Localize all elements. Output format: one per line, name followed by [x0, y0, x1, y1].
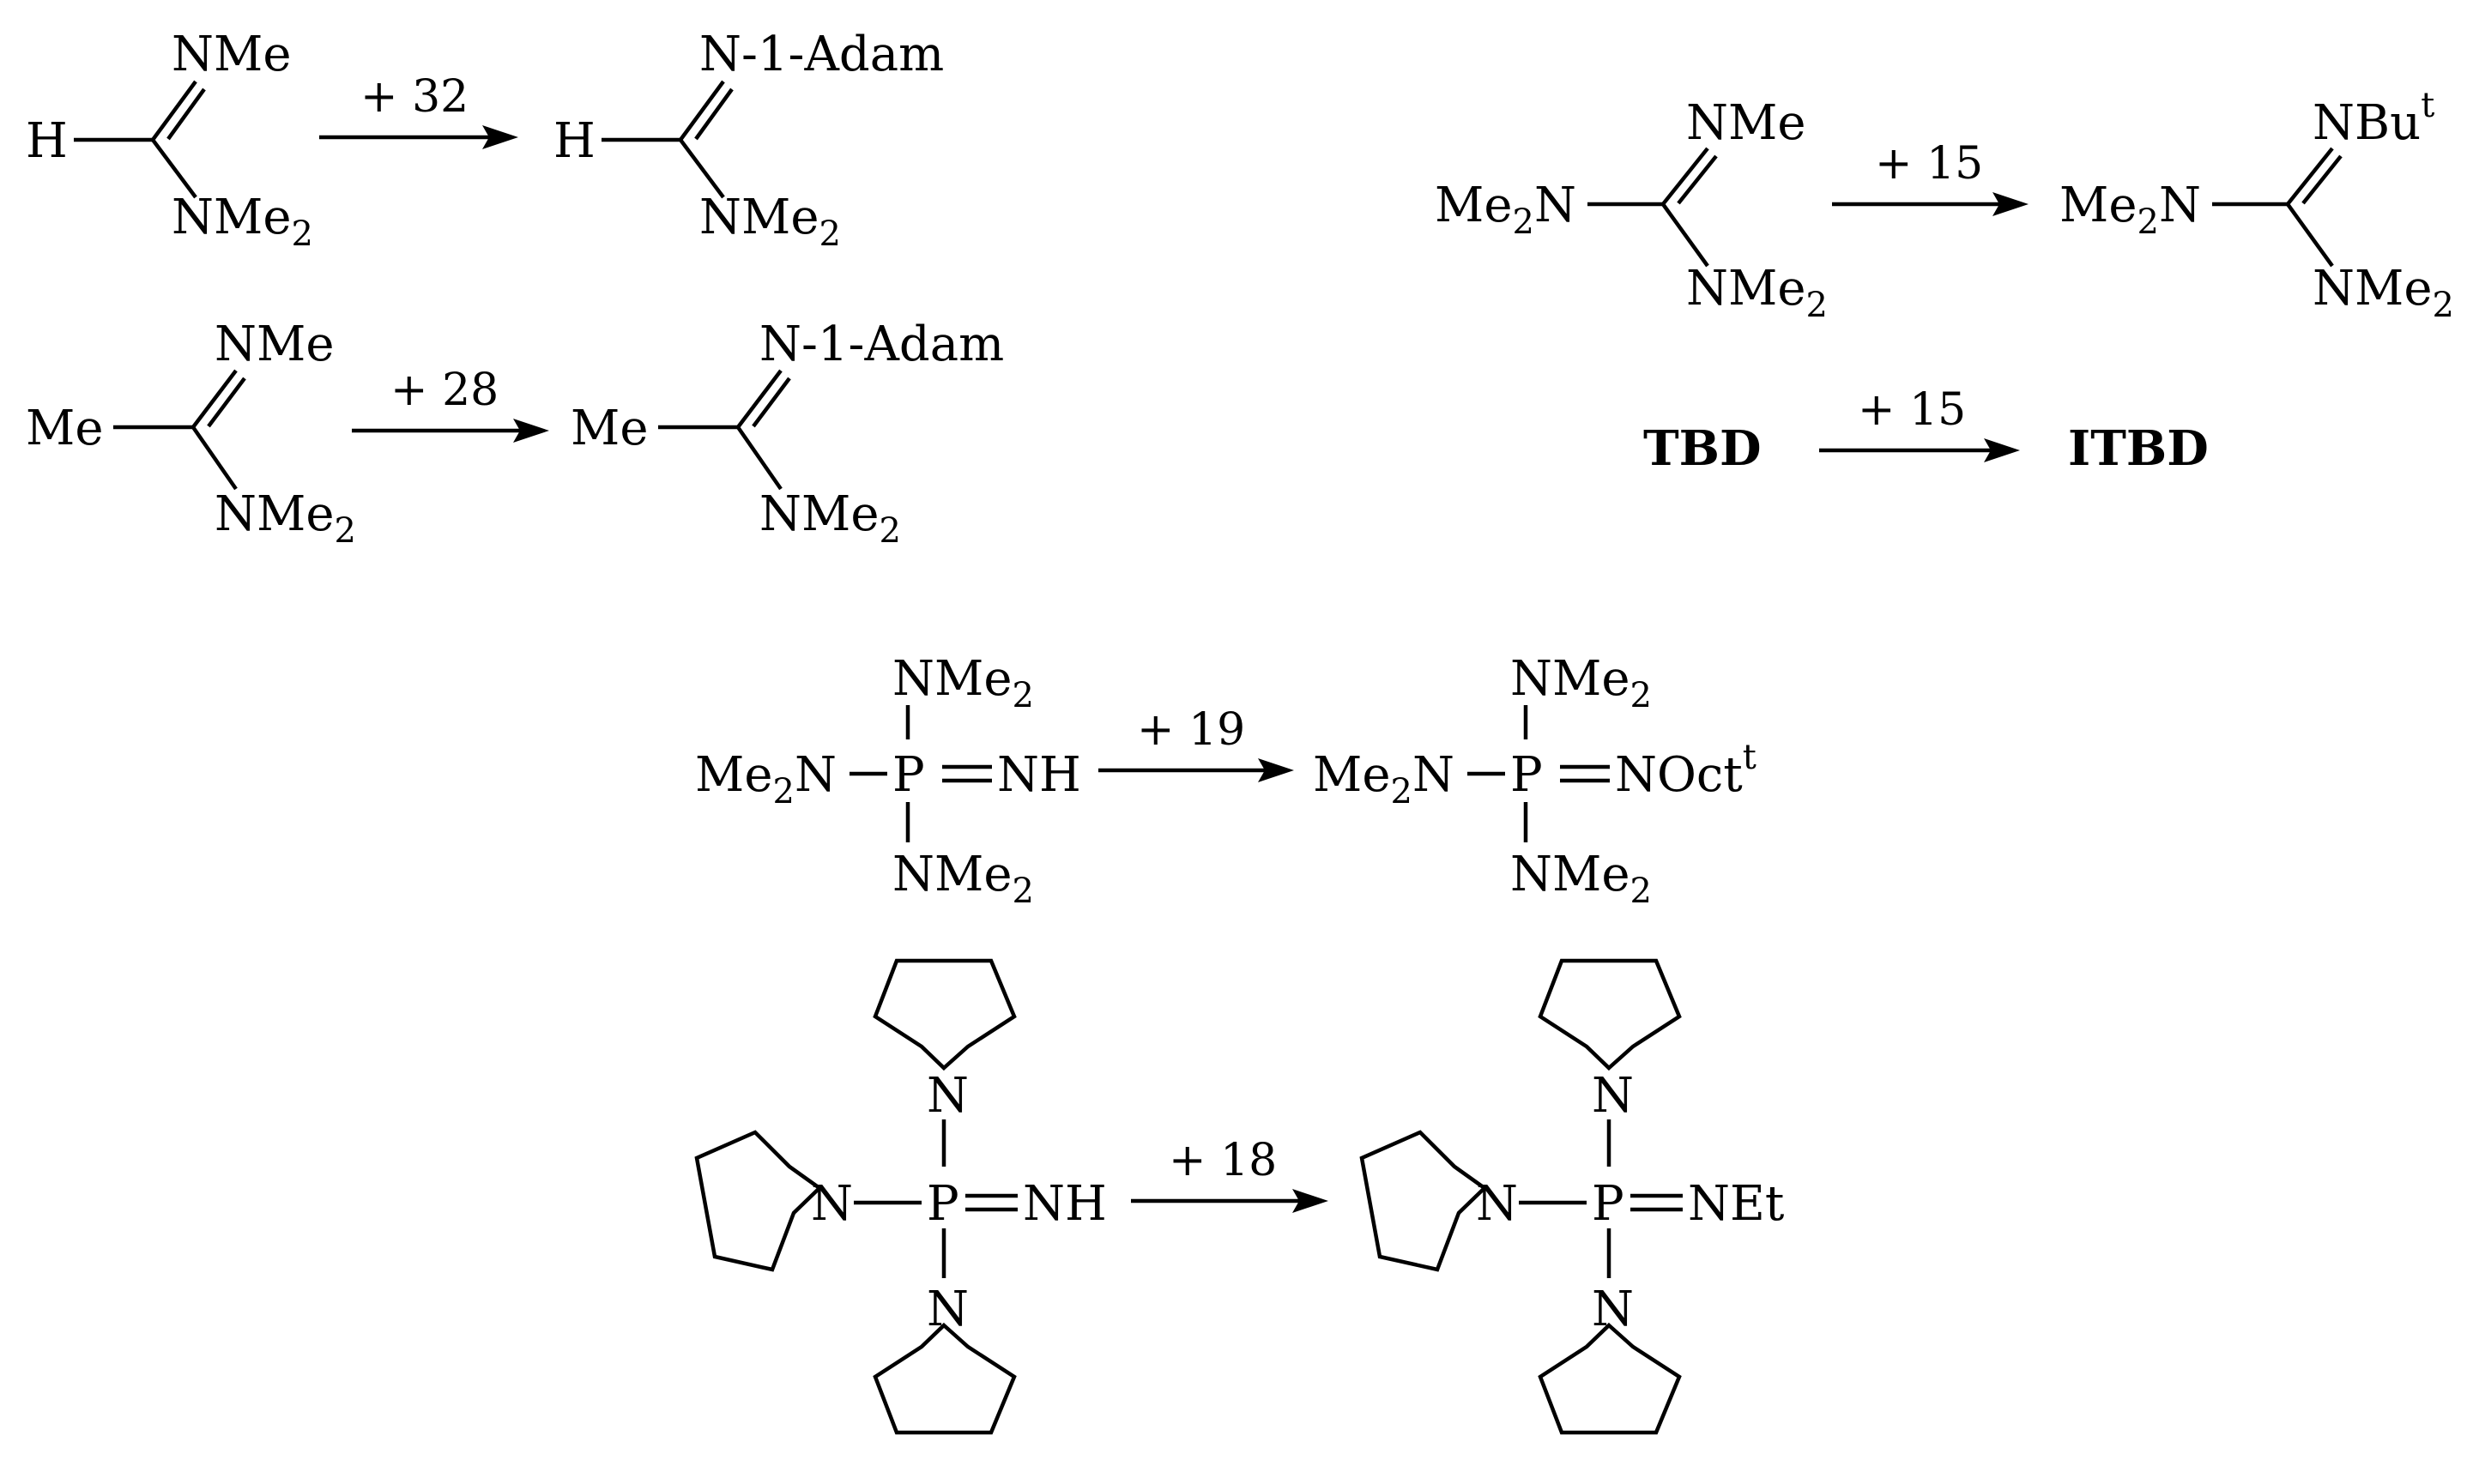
atom-label: Me2N	[1313, 747, 1454, 811]
atom-label: NMe2	[1510, 847, 1652, 911]
atom-label: P	[1592, 1176, 1624, 1232]
bond	[679, 138, 725, 199]
atom-label: NOctt	[1615, 738, 1756, 803]
bond	[1661, 147, 1709, 206]
atom-label: NMe2	[892, 651, 1034, 715]
atom-label: NMe	[172, 27, 291, 82]
bond	[752, 377, 791, 428]
pyrrolidine-ring	[873, 1322, 1017, 1435]
bond	[679, 80, 725, 142]
pyrrolidine-ring	[1359, 1130, 1488, 1272]
reaction-acetamidine: NMe Me NMe2 + 28 N-1-Adam Me NMe2	[26, 317, 1004, 551]
atom-label: NEt	[1688, 1176, 1785, 1232]
pyrrolidine-ring	[1538, 958, 1682, 1071]
atom-label: NMe	[1686, 95, 1805, 151]
reactant-name: TBD	[1643, 420, 1762, 477]
reaction-guanidine: NMe Me2N NMe2 + 15 NBut Me2N NMe2	[1435, 86, 2454, 325]
atom-label: N	[811, 1176, 853, 1232]
reactant-guanidine: NMe Me2N NMe2	[1435, 95, 1828, 325]
atom-label: NMe	[215, 317, 334, 372]
atom-label: H	[553, 113, 596, 169]
atom-label: P	[892, 747, 925, 803]
atom-label: Me	[26, 401, 103, 456]
pyrrolidine-ring	[694, 1130, 823, 1272]
bond	[166, 87, 206, 141]
reaction-arrow: + 19	[1098, 704, 1294, 782]
atom-label: NMe2	[1510, 651, 1652, 715]
reaction-tbd: TBD + 15 ITBD	[1643, 384, 2209, 477]
reaction-arrow: + 28	[352, 365, 549, 443]
reaction-label: + 28	[390, 365, 499, 416]
atom-label: NMe2	[2313, 261, 2454, 325]
product-phosphazene: NMe2 Me2N P NOctt NMe2	[1313, 651, 1756, 911]
atom-label: N	[927, 1282, 969, 1337]
reaction-arrow: + 32	[319, 71, 518, 149]
reaction-arrow: + 15	[1832, 138, 2029, 216]
reaction-formamidine: NMe H NMe2 + 32 N-1-Adam H NMe2	[26, 27, 944, 254]
product-guanidine: NBut Me2N NMe2	[2059, 86, 2454, 325]
bond	[151, 80, 197, 142]
bond	[736, 425, 783, 491]
reaction-arrow: + 18	[1131, 1135, 1328, 1213]
atom-label: Me2N	[695, 747, 837, 811]
reaction-label: + 19	[1137, 704, 1245, 756]
product-formamidine: N-1-Adam H NMe2	[553, 27, 944, 254]
bond	[1677, 154, 1718, 205]
bond	[191, 369, 238, 429]
reactant-formamidine: NMe H NMe2	[26, 27, 313, 254]
atom-label: N-1-Adam	[759, 317, 1004, 372]
arrow-head	[1984, 438, 2020, 462]
product-pyrrolidino-phosphazene: N N N P NEt	[1359, 958, 1785, 1435]
atom-label: Me2N	[2059, 178, 2201, 242]
atom-label: Me2N	[1435, 178, 1576, 242]
atom-label: NBut	[2313, 86, 2434, 151]
arrow-head	[1992, 192, 2029, 216]
atom-label: N	[1592, 1282, 1634, 1337]
atom-label: H	[26, 113, 68, 169]
atom-label: NMe2	[892, 847, 1034, 911]
reaction-phosphazene-pyrrolidino: N N N P NH + 18 N N N P NEt	[694, 958, 1785, 1435]
atom-label: NMe2	[172, 190, 313, 254]
pyrrolidine-ring	[873, 958, 1017, 1071]
reactant-pyrrolidino-phosphazene: N N N P NH	[694, 958, 1107, 1435]
reactant-phosphazene: NMe2 Me2N P NH NMe2	[695, 651, 1081, 911]
atom-label: N	[1476, 1176, 1518, 1232]
pyrrolidine-ring	[1538, 1322, 1682, 1435]
bond	[736, 369, 783, 429]
atom-label: N-1-Adam	[699, 27, 944, 82]
product-name: ITBD	[2068, 420, 2209, 477]
reactant-acetamidine: NMe Me NMe2	[26, 317, 356, 551]
bond	[191, 425, 238, 491]
bond	[2286, 202, 2334, 268]
bond	[2301, 154, 2343, 205]
atom-label: NMe2	[699, 190, 841, 254]
atom-label: P	[1510, 747, 1543, 803]
atom-label: NH	[997, 747, 1081, 803]
atom-label: NMe2	[1686, 261, 1828, 325]
atom-label: N	[927, 1068, 969, 1124]
atom-label: Me	[571, 401, 648, 456]
product-acetamidine: N-1-Adam Me NMe2	[571, 317, 1004, 551]
atom-label: NH	[1023, 1176, 1107, 1232]
bond	[2286, 147, 2334, 206]
bond	[207, 377, 246, 428]
arrow-head	[1292, 1189, 1328, 1213]
atom-label: NMe2	[215, 486, 356, 551]
arrow-head	[1258, 758, 1294, 782]
reaction-label: + 15	[1875, 138, 1983, 190]
atom-label: P	[927, 1176, 959, 1232]
bond	[151, 138, 197, 199]
reaction-phosphazene-dimethylamino: NMe2 Me2N P NH NMe2 + 19 NMe2 Me2N P NOc…	[695, 651, 1756, 911]
reaction-label: + 15	[1858, 384, 1966, 436]
reaction-label: + 18	[1169, 1135, 1277, 1186]
arrow-head	[513, 419, 549, 443]
arrow-head	[482, 125, 518, 149]
reaction-label: + 32	[360, 71, 469, 123]
atom-label: NMe2	[759, 486, 901, 551]
atom-label: N	[1592, 1068, 1634, 1124]
bond	[1661, 202, 1709, 268]
bond	[694, 87, 734, 141]
